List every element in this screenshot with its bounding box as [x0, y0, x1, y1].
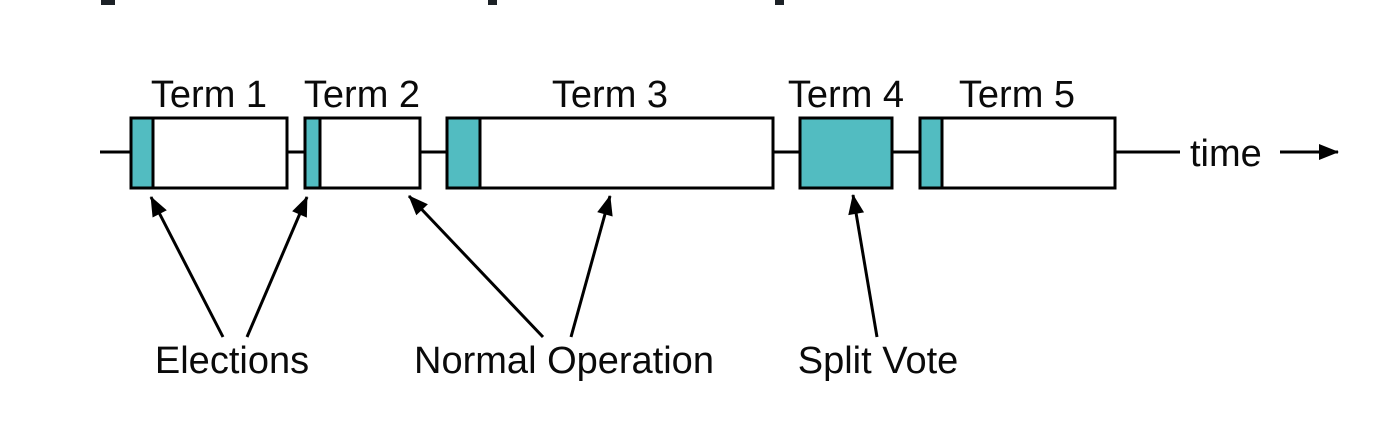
term-5-normal-operation-region — [918, 116, 1117, 190]
term-1-normal-operation-region — [129, 116, 289, 190]
term-2-label: Term 2 — [304, 74, 420, 116]
term-4-label: Term 4 — [788, 74, 904, 116]
term-1-election-region — [129, 116, 155, 190]
term-2-box — [303, 116, 422, 190]
term-2-election-region — [303, 116, 322, 190]
term-5-label: Term 5 — [959, 74, 1075, 116]
term-3-label: Term 3 — [552, 74, 668, 116]
term-1-box — [129, 116, 289, 190]
cropped-text-fragment — [488, 0, 497, 5]
elections-label: Elections — [155, 340, 309, 382]
term-5-election-region — [918, 116, 944, 190]
cropped-text-fragments — [101, 0, 784, 5]
elections-arrow-term1 — [149, 196, 225, 338]
term-3-election-region — [445, 116, 482, 190]
term-4-box — [798, 116, 894, 190]
time-axis-label: time — [1190, 133, 1262, 175]
cropped-text-fragment — [775, 0, 784, 5]
term-3-box — [445, 116, 775, 190]
term-1-label: Term 1 — [151, 74, 267, 116]
term-3-normal-operation-region — [445, 116, 775, 190]
split-vote-label: Split Vote — [798, 340, 959, 382]
term-4-split-vote-region — [798, 116, 894, 190]
term-5-box — [918, 116, 1117, 190]
cropped-text-fragment — [101, 0, 115, 5]
elections-arrow-term2 — [245, 196, 309, 338]
normal-operation-arrow-term3 — [569, 195, 613, 338]
term-2-normal-operation-region — [303, 116, 422, 190]
normal-operation-label: Normal Operation — [414, 340, 714, 382]
annotation-arrows — [149, 194, 879, 339]
normal-operation-arrow-term2 — [407, 194, 545, 339]
split-vote-arrow-term4 — [848, 194, 879, 338]
